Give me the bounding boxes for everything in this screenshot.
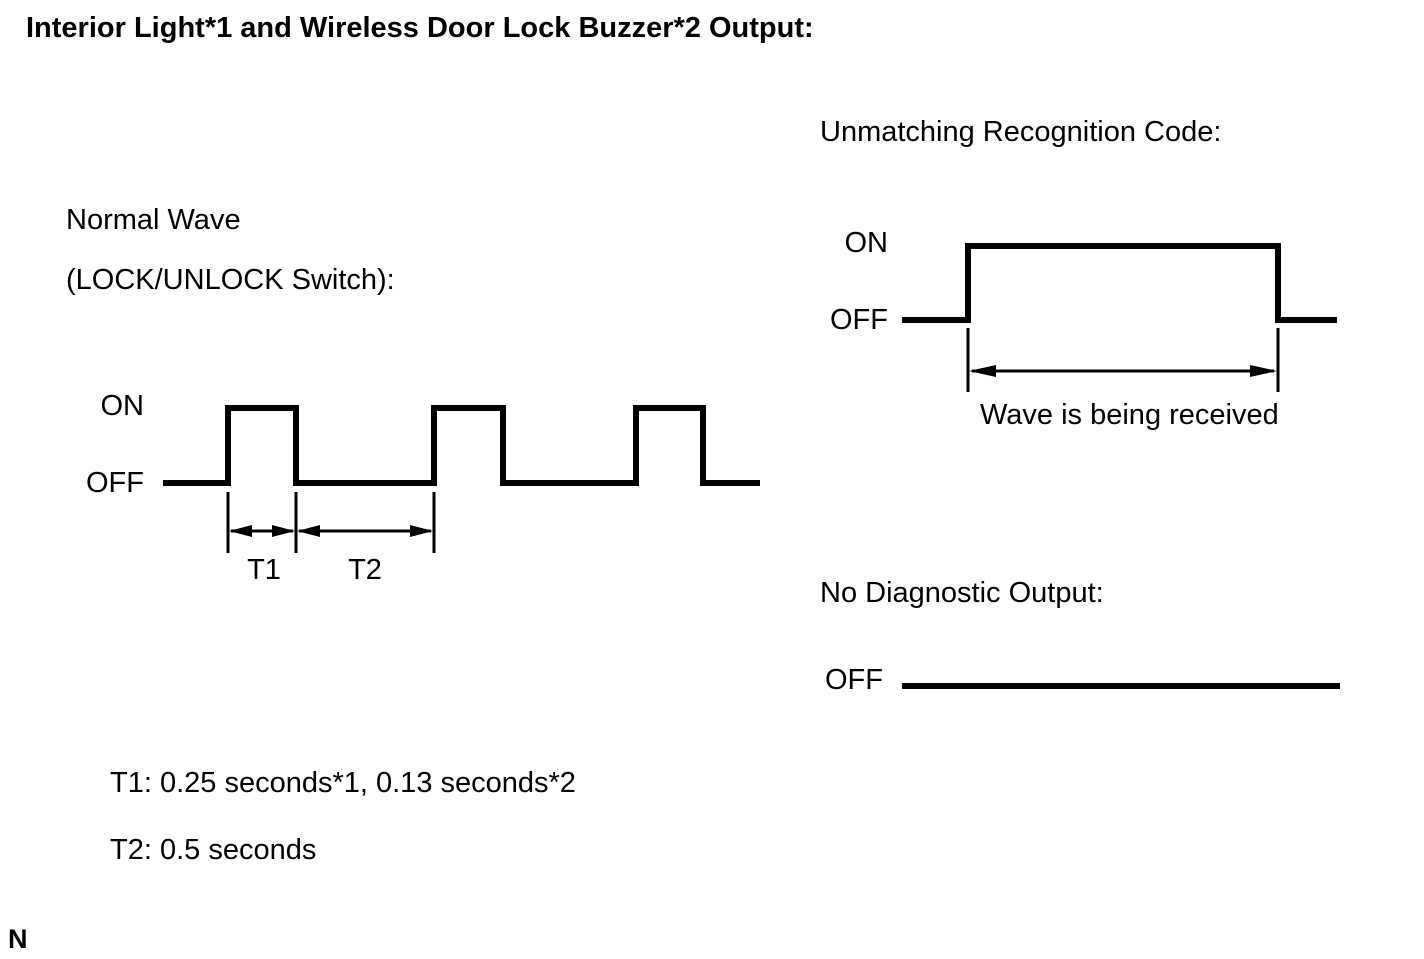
- normal-wave-off-label: OFF: [86, 467, 144, 499]
- unmatching-code-heading: Unmatching Recognition Code:: [820, 116, 1222, 148]
- t2-timing-note: T2: 0.5 seconds: [110, 834, 317, 866]
- unmatching-on-label: ON: [844, 227, 889, 259]
- normal-wave-heading: Normal Wave: [66, 204, 241, 236]
- no-diagnostic-off-label: OFF: [825, 664, 883, 696]
- unmatching-off-label: OFF: [830, 304, 888, 336]
- corner-marker: N: [8, 924, 28, 954]
- unmatching-waveform-trace: [902, 243, 1337, 323]
- t1-arrowhead-left-icon: [229, 525, 252, 537]
- normal-waveform-trace: [163, 405, 760, 486]
- t1-arrowhead-right-icon: [272, 525, 295, 537]
- normal-wave-on-label: ON: [100, 390, 145, 422]
- t1-timing-note: T1: 0.25 seconds*1, 0.13 seconds*2: [110, 767, 576, 799]
- received-arrowhead-right-icon: [1250, 365, 1277, 377]
- wave-received-caption: Wave is being received: [980, 399, 1279, 431]
- page-title: Interior Light*1 and Wireless Door Lock …: [26, 12, 814, 44]
- t2-arrowhead-left-icon: [297, 525, 320, 537]
- normal-wave-subheading: (LOCK/UNLOCK Switch):: [66, 264, 395, 296]
- received-arrowhead-left-icon: [969, 365, 996, 377]
- t2-arrowhead-right-icon: [410, 525, 433, 537]
- t2-dimension-label: T2: [348, 554, 382, 586]
- no-diagnostic-heading: No Diagnostic Output:: [820, 577, 1104, 609]
- t1-dimension-label: T1: [247, 554, 281, 586]
